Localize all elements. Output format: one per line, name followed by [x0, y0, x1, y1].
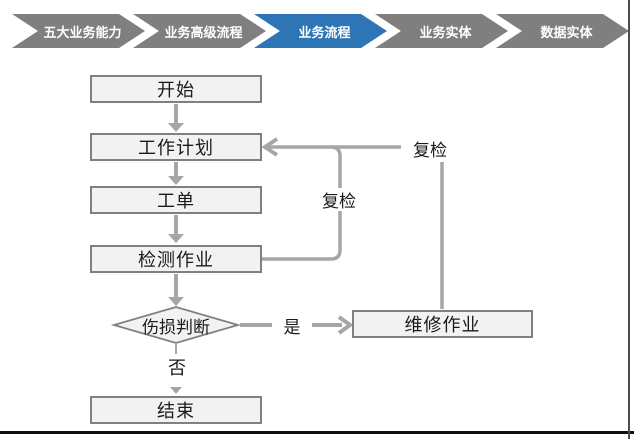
edge-label-recheck-inner: 复检: [316, 188, 362, 211]
node-label: 维修作业: [404, 315, 481, 335]
edge-label-no: 否: [159, 354, 195, 379]
node-damage-decision: 伤损判断: [114, 307, 238, 343]
breadcrumb-step-label: 数据实体: [540, 24, 593, 40]
node-label: 工单: [157, 191, 195, 211]
node-label: 结束: [157, 401, 195, 421]
node-inspection-job: 检测作业: [90, 245, 262, 273]
edge-label-yes: 是: [276, 315, 308, 337]
arrowheads: [168, 123, 184, 394]
node-label: 工作计划: [138, 138, 214, 158]
slide-bottom-border: [0, 431, 634, 434]
slide-right-border: [628, 0, 630, 439]
decision-diamond-shape: [110, 306, 242, 344]
breadcrumb-step-label: 五大业务能力: [43, 24, 122, 40]
node-start: 开始: [90, 75, 262, 103]
node-repair-job: 维修作业: [352, 310, 533, 338]
node-work-order: 工单: [90, 186, 262, 214]
breadcrumb-step-label: 业务高级流程: [164, 24, 243, 40]
node-label: 伤损判断: [142, 317, 210, 337]
breadcrumb-step-data-entity[interactable]: 数据实体: [496, 14, 629, 48]
node-work-plan: 工作计划: [90, 133, 262, 161]
breadcrumb-step-label: 业务实体: [419, 24, 472, 40]
node-end: 结束: [90, 396, 262, 424]
node-label: 检测作业: [138, 250, 214, 270]
edge-label-recheck-outer: 复检: [405, 137, 455, 160]
node-label: 开始: [157, 80, 195, 100]
breadcrumb-step-label: 业务流程: [298, 24, 351, 40]
